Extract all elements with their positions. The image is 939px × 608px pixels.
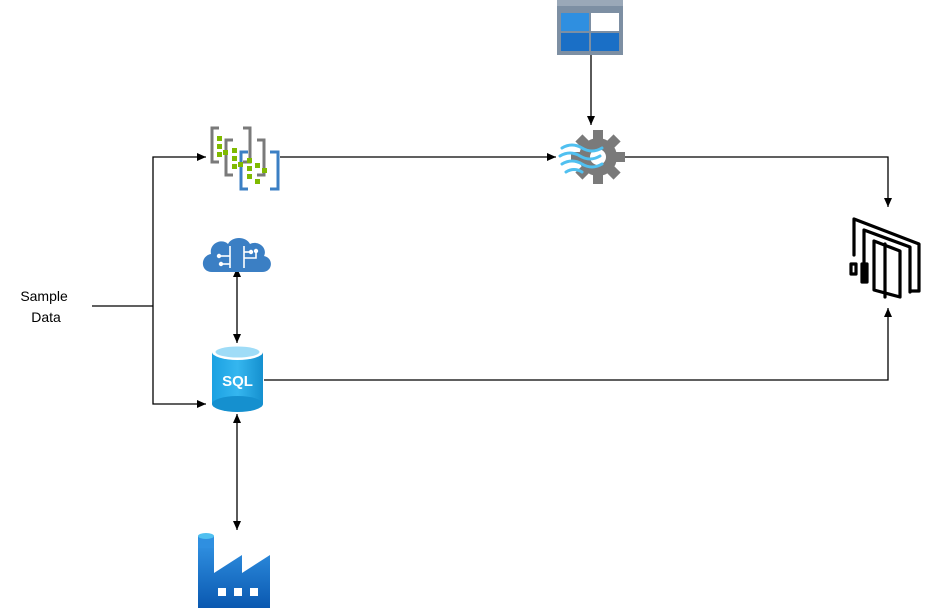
machine-learning-icon bbox=[202, 238, 271, 272]
source-label-line2: Data bbox=[31, 309, 61, 325]
connector-junction-to-sql bbox=[152, 306, 206, 408]
source-label-line1: Sample bbox=[20, 288, 68, 304]
event-hubs-icon bbox=[210, 126, 280, 191]
connectors bbox=[92, 55, 892, 530]
sql-database-icon: SQL bbox=[212, 344, 263, 412]
source-label: Sample Data bbox=[20, 288, 71, 325]
connector-junction-to-event-hubs bbox=[152, 153, 206, 306]
connector-sql-to-power-bi bbox=[264, 308, 892, 381]
power-bi-icon bbox=[849, 217, 921, 299]
table-storage-icon bbox=[557, 0, 623, 55]
data-factory-icon bbox=[198, 533, 270, 608]
connector-stream-analytics-to-power-bi bbox=[624, 156, 892, 207]
sql-icon-text: SQL bbox=[222, 373, 253, 390]
stream-analytics-icon bbox=[558, 130, 625, 184]
